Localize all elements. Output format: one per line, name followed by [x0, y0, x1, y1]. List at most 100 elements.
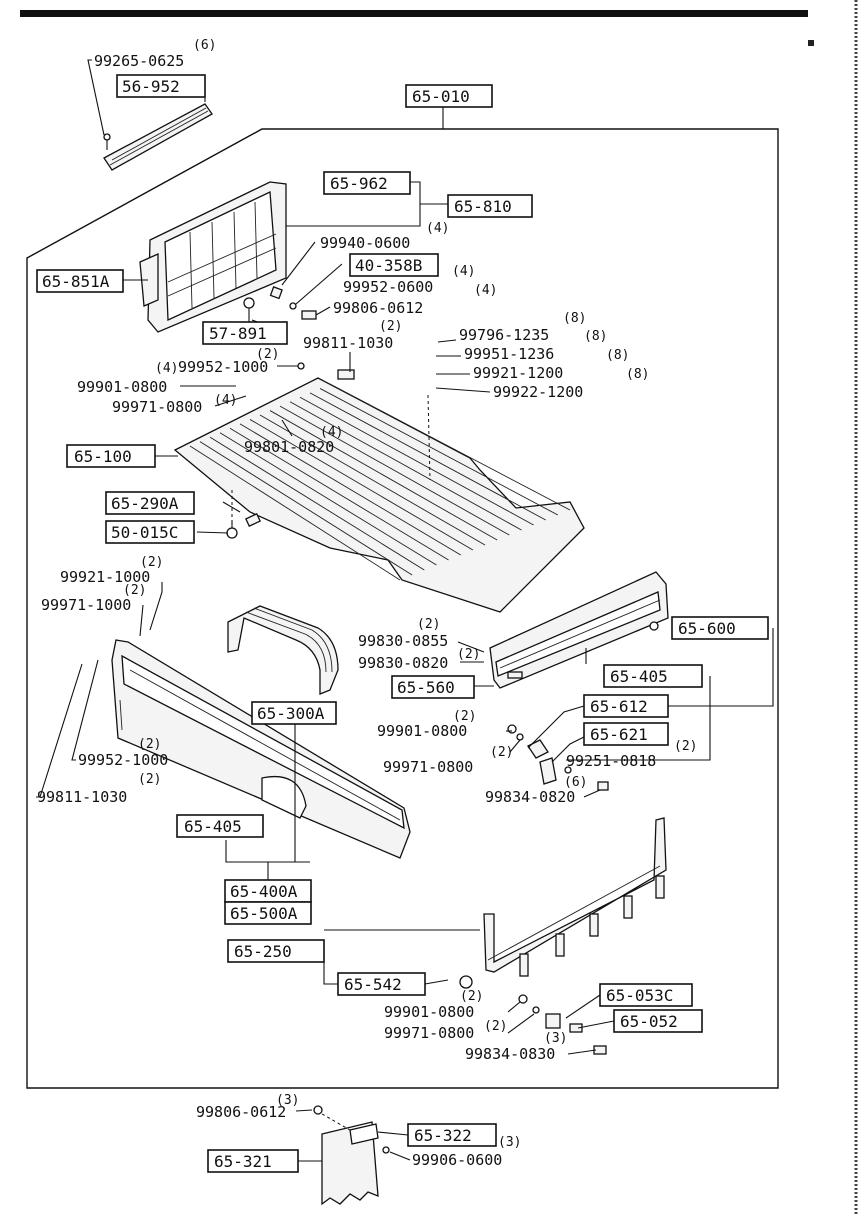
quantity: (2) [138, 772, 161, 787]
top-rule [20, 10, 808, 17]
floor-rib [219, 432, 437, 566]
svg-text:40-358B: 40-358B [355, 256, 422, 275]
quantity: (3) [498, 1135, 521, 1150]
svg-text:65-250: 65-250 [234, 942, 292, 961]
quantity: (4) [474, 283, 497, 298]
label-65-405-right: 65-405 [603, 664, 703, 688]
label-65-560: 65-560 [391, 675, 475, 699]
svg-text:65-290A: 65-290A [111, 494, 179, 513]
label-56-952: 56-952 [116, 74, 206, 98]
label-65-851A: 65-851A [36, 269, 124, 293]
part-number: 99922-1200 [493, 383, 583, 401]
part-number: 99971-0800 [384, 1024, 474, 1042]
label-65-621: 65-621 [583, 722, 669, 746]
part-number: 99901-0800 [77, 378, 167, 396]
quantity: (3) [544, 1031, 567, 1046]
quantity: (3) [276, 1093, 299, 1108]
label-65-322: 65-322 [407, 1123, 497, 1147]
floor-rib [199, 441, 413, 576]
part-number: 99830-0855 [358, 632, 448, 650]
floor-rib [299, 396, 534, 526]
svg-text:65-621: 65-621 [590, 725, 648, 744]
floor-rib [329, 383, 571, 511]
part-number: 99951-1236 [464, 345, 554, 363]
svg-text:65-300A: 65-300A [257, 704, 325, 723]
floor-rib [209, 436, 425, 571]
part-number: 99901-0800 [377, 722, 467, 740]
label-65-053C: 65-053C [599, 983, 693, 1007]
svg-text:65-010: 65-010 [412, 87, 470, 106]
quantity: (2) [453, 709, 476, 724]
page-corner-mark [808, 40, 814, 46]
label-65-250: 65-250 [227, 939, 325, 963]
quantity: (6) [193, 38, 216, 53]
quantity-group: (6) (4) (4) (4) (2) (2) (4) (4) (4) (8) … [123, 38, 697, 1108]
part-number: 99806-0612 [196, 1103, 286, 1121]
svg-text:65-053C: 65-053C [606, 986, 673, 1005]
right-side-gate-drawing [489, 571, 669, 689]
floor-rib [279, 405, 510, 536]
part-number: 99906-0600 [412, 1151, 502, 1169]
svg-text:65-100: 65-100 [74, 447, 132, 466]
label-65-400A: 65-400A [224, 879, 312, 903]
quantity: (4) [320, 425, 343, 440]
quantity: (2) [490, 745, 513, 760]
label-65-052: 65-052 [613, 1009, 703, 1033]
floor-rib [309, 392, 546, 521]
part-number: 99811-1030 [303, 334, 393, 352]
svg-text:57-891: 57-891 [209, 324, 267, 343]
quantity: (2) [123, 583, 146, 598]
svg-text:65-400A: 65-400A [230, 882, 298, 901]
part-number: 99940-0600 [320, 234, 410, 252]
svg-text:65-322: 65-322 [414, 1126, 472, 1145]
quantity: (2) [484, 1019, 507, 1034]
floor-drawing [173, 377, 585, 613]
quantity: (8) [563, 311, 586, 326]
part-number: 99796-1235 [459, 326, 549, 344]
quantity: (6) [564, 775, 587, 790]
svg-text:65-500A: 65-500A [230, 904, 298, 923]
label-65-290A: 65-290A [105, 491, 195, 515]
quantity: (8) [606, 348, 629, 363]
quantity: (2) [379, 319, 402, 334]
floor-rib [189, 445, 401, 581]
floor-rib [239, 423, 461, 556]
assembly-frame [26, 128, 779, 1089]
label-65-810: 65-810 [447, 194, 533, 218]
label-65-321: 65-321 [207, 1149, 299, 1173]
quantity: (2) [674, 739, 697, 754]
label-65-405-left: 65-405 [176, 814, 264, 838]
part-number: 99834-0820 [485, 788, 575, 806]
svg-text:65-052: 65-052 [620, 1012, 678, 1031]
svg-text:65-405: 65-405 [184, 817, 242, 836]
floor-rib [229, 427, 449, 561]
part-number: 99830-0820 [358, 654, 448, 672]
quantity: (2) [140, 555, 163, 570]
part-number: 99806-0612 [333, 299, 423, 317]
label-65-500A: 65-500A [224, 901, 312, 925]
svg-text:65-321: 65-321 [214, 1152, 272, 1171]
svg-text:56-952: 56-952 [122, 77, 180, 96]
part-number: 99265-0625 [94, 52, 184, 70]
svg-text:65-851A: 65-851A [42, 272, 110, 291]
front-panel-drawing [139, 181, 287, 333]
quantity: (8) [584, 329, 607, 344]
quantity: (4) [214, 393, 237, 408]
part-number: 99952-0600 [343, 278, 433, 296]
left-side-gate-drawing [111, 639, 411, 859]
label-65-612: 65-612 [583, 694, 669, 718]
mud-flap-drawing [313, 1105, 390, 1206]
svg-text:65-600: 65-600 [678, 619, 736, 638]
quantity: (4) [452, 264, 475, 279]
part-number: 99901-0800 [384, 1003, 474, 1021]
rail-56-952-drawing [103, 103, 213, 171]
label-65-542: 65-542 [337, 972, 426, 996]
svg-text:65-612: 65-612 [590, 697, 648, 716]
label-57-891: 57-891 [202, 321, 288, 345]
tailgate-hinge-drawing [507, 724, 609, 791]
part-number: 99971-0800 [383, 758, 473, 776]
part-number: 99952-1000 [178, 358, 268, 376]
svg-text:65-962: 65-962 [330, 174, 388, 193]
part-number: 99811-1030 [37, 788, 127, 806]
